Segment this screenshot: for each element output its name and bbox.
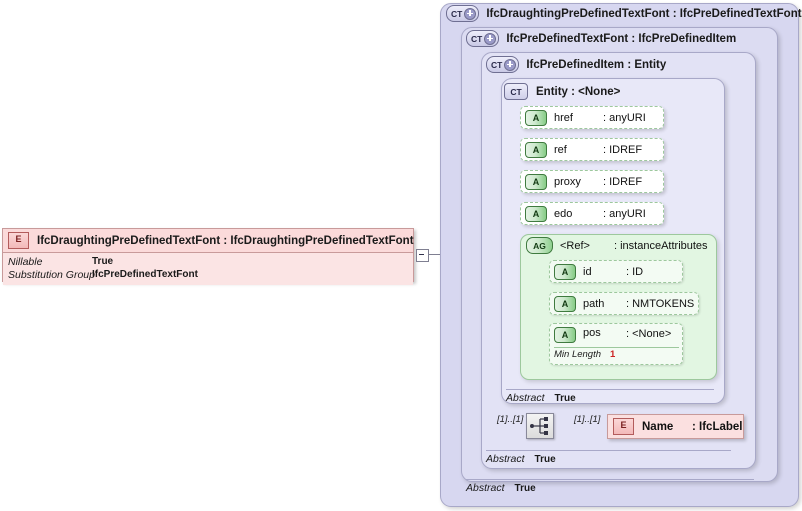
- property-value-substitution-group: IfcPreDefinedTextFont: [92, 269, 198, 280]
- root-element-box[interactable]: E IfcDraughtingPreDefinedTextFont : IfcD…: [2, 228, 414, 285]
- complextype-expand-icon-1[interactable]: CT: [446, 5, 480, 22]
- attribute-icon: A: [525, 141, 547, 158]
- complextype-expand-icon-3[interactable]: CT: [486, 56, 520, 73]
- attribute-type-edo: : anyURI: [603, 207, 646, 220]
- complextype-header-2: CT IfcPreDefinedTextFont : IfcPreDefined…: [466, 30, 736, 47]
- attribute-type-proxy: : IDREF: [603, 175, 643, 188]
- facet-min-length: Min Length 1: [554, 347, 679, 360]
- attribute-row-edo[interactable]: A edo : anyURI: [520, 202, 664, 225]
- attribute-group-type: : instanceAttributes: [614, 239, 708, 252]
- complextype-expand-icon-2[interactable]: CT: [466, 30, 500, 47]
- attribute-name-id: id: [583, 265, 592, 278]
- complextype-title-4: Entity : <None>: [536, 85, 621, 98]
- abstract-key: Abstract: [466, 482, 505, 494]
- complextype-title-1: IfcDraughtingPreDefinedTextFont : IfcPre…: [486, 7, 802, 20]
- abstract-key: Abstract: [506, 392, 545, 404]
- attribute-row-href[interactable]: A href : anyURI: [520, 106, 664, 129]
- attribute-name-path: path: [583, 297, 605, 310]
- attribute-name-edo: edo: [554, 207, 573, 220]
- attribute-row-proxy[interactable]: A proxy : IDREF: [520, 170, 664, 193]
- attribute-group-icon: AG: [526, 237, 553, 254]
- attribute-type-path: : NMTOKENS: [626, 297, 695, 310]
- attribute-row-id[interactable]: A id : ID: [549, 260, 683, 283]
- sequence-compositor-icon[interactable]: [526, 413, 554, 439]
- attribute-type-ref: : IDREF: [603, 143, 643, 156]
- attribute-icon: A: [525, 205, 547, 222]
- name-element-title: Name: [642, 420, 674, 433]
- attribute-group-header: AG <Ref> : instanceAttributes: [526, 237, 708, 254]
- abstract-value: True: [554, 392, 576, 404]
- attribute-icon: A: [554, 263, 576, 280]
- attribute-type-href: : anyURI: [603, 111, 646, 124]
- complextype-header-3: CT IfcPreDefinedItem : Entity: [486, 56, 666, 73]
- attribute-icon: A: [554, 295, 576, 312]
- facet-value: 1: [610, 349, 616, 360]
- attribute-type-pos: : <None>: [626, 328, 672, 340]
- attribute-row-pos[interactable]: A pos : <None> Min Length 1: [549, 323, 683, 365]
- property-value-nillable: True: [92, 256, 114, 267]
- complextype-header-4: CT Entity : <None>: [504, 83, 620, 100]
- abstract-row-3: Abstract True: [486, 450, 731, 465]
- root-element-title: IfcDraughtingPreDefinedTextFont : IfcDra…: [37, 234, 414, 247]
- plus-icon: [504, 58, 517, 71]
- attribute-name-pos: pos: [583, 327, 601, 339]
- plus-icon: [484, 32, 497, 45]
- root-element-properties: Nillable True Substitution Group IfcPreD…: [3, 253, 413, 285]
- element-icon: E: [613, 418, 634, 435]
- name-element-box[interactable]: E Name : IfcLabel: [607, 414, 744, 439]
- facet-key: Min Length: [554, 349, 602, 360]
- name-element-type: : IfcLabel: [692, 420, 743, 433]
- root-element-header: E IfcDraughtingPreDefinedTextFont : IfcD…: [3, 229, 414, 253]
- abstract-value: True: [534, 453, 556, 465]
- attribute-name-ref: ref: [554, 143, 567, 156]
- attribute-name-proxy: proxy: [554, 175, 581, 188]
- attribute-name-href: href: [554, 111, 573, 124]
- abstract-key: Abstract: [486, 453, 525, 465]
- property-key-substitution-group: Substitution Group: [8, 269, 95, 281]
- attribute-icon: A: [525, 173, 547, 190]
- complextype-title-2: IfcPreDefinedTextFont : IfcPreDefinedIte…: [506, 32, 737, 45]
- complextype-title-3: IfcPreDefinedItem : Entity: [526, 58, 667, 71]
- expand-collapse-toggle[interactable]: [416, 249, 429, 262]
- element-icon: E: [8, 232, 29, 249]
- plus-icon: [464, 7, 477, 20]
- attribute-group-name: <Ref>: [560, 239, 590, 252]
- complextype-header-1: CT IfcDraughtingPreDefinedTextFont : Ifc…: [446, 5, 802, 22]
- sequence-icon-glyph: [530, 417, 548, 435]
- cardinality-left: [1]..[1]: [497, 414, 524, 425]
- attribute-type-id: : ID: [626, 265, 644, 278]
- abstract-row-4: Abstract True: [506, 389, 714, 404]
- complextype-icon-4[interactable]: CT: [504, 83, 528, 100]
- attribute-row-ref[interactable]: A ref : IDREF: [520, 138, 664, 161]
- cardinality-right: [1]..[1]: [574, 414, 601, 425]
- attribute-icon: A: [525, 109, 547, 126]
- property-key-nillable: Nillable: [8, 256, 43, 268]
- abstract-row-2: Abstract True: [466, 479, 754, 494]
- attribute-row-path[interactable]: A path : NMTOKENS: [549, 292, 699, 315]
- attribute-icon: A: [554, 327, 576, 343]
- abstract-value: True: [514, 482, 536, 494]
